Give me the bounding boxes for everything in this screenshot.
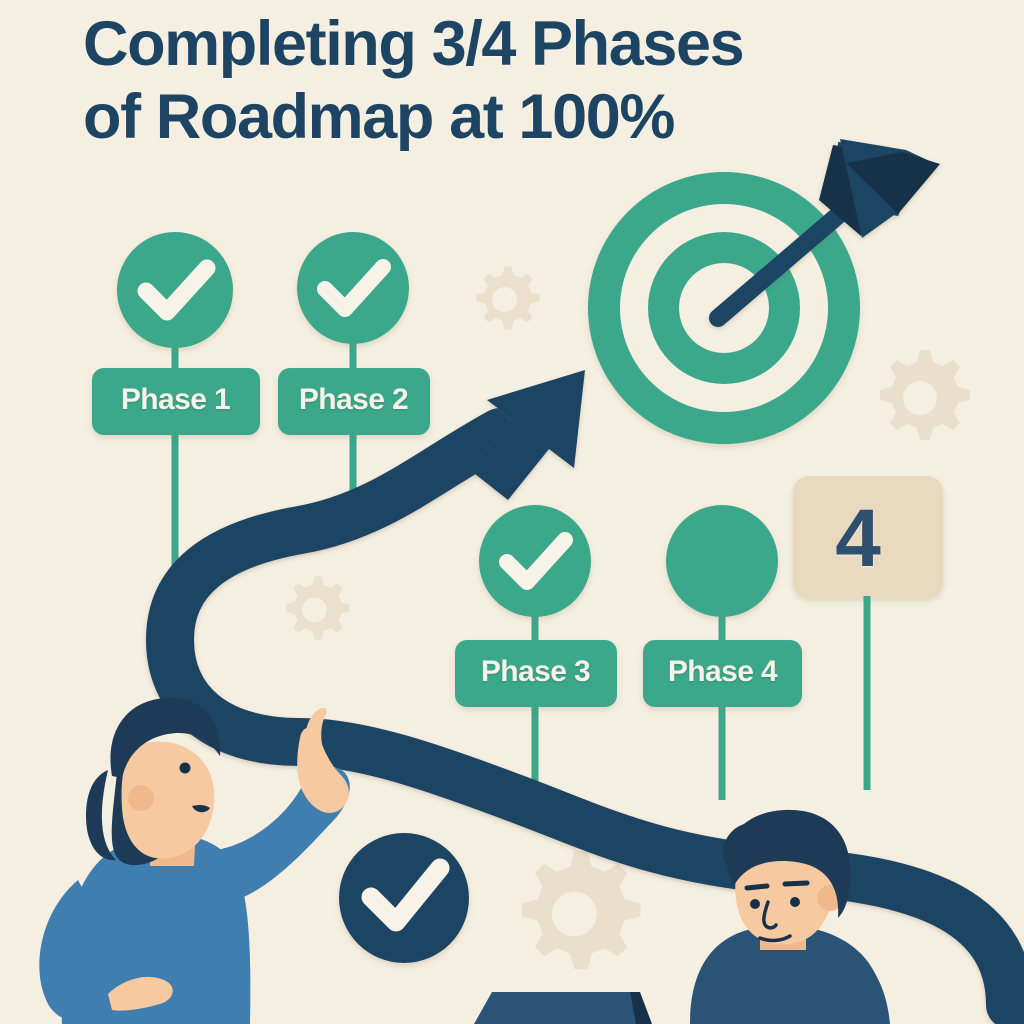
- chip-phase-4: [643, 640, 802, 707]
- gear-icon-bottom: [521, 850, 641, 970]
- milestone-chips: [92, 368, 802, 707]
- check-badge-icon: [339, 833, 469, 963]
- milestone-circle-phase-2: [297, 232, 409, 344]
- gear-icon-middle-left: [286, 576, 350, 640]
- laptop-icon: [474, 992, 652, 1024]
- milestone-circle-phase-4: [666, 505, 778, 617]
- check-icon: [317, 259, 391, 317]
- milestone-markers: [117, 232, 778, 617]
- chip-phase-3: [455, 640, 617, 707]
- empty-circle: [666, 505, 778, 617]
- milestone-circle-phase-3: [479, 505, 591, 617]
- woman-pointing: [39, 697, 350, 1024]
- check-icon: [499, 532, 573, 590]
- check-icon: [361, 858, 450, 932]
- man-standing: [690, 809, 890, 1024]
- dart-arrow-icon: [709, 139, 940, 327]
- milestone-circle-phase-1: [117, 232, 233, 348]
- phase-4-number-card: [793, 476, 943, 598]
- check-icon: [137, 259, 216, 321]
- gear-icon-right: [880, 350, 970, 440]
- gear-icon-top-left: [476, 266, 540, 330]
- chip-phase-1: [92, 368, 260, 435]
- chip-phase-2: [278, 368, 430, 435]
